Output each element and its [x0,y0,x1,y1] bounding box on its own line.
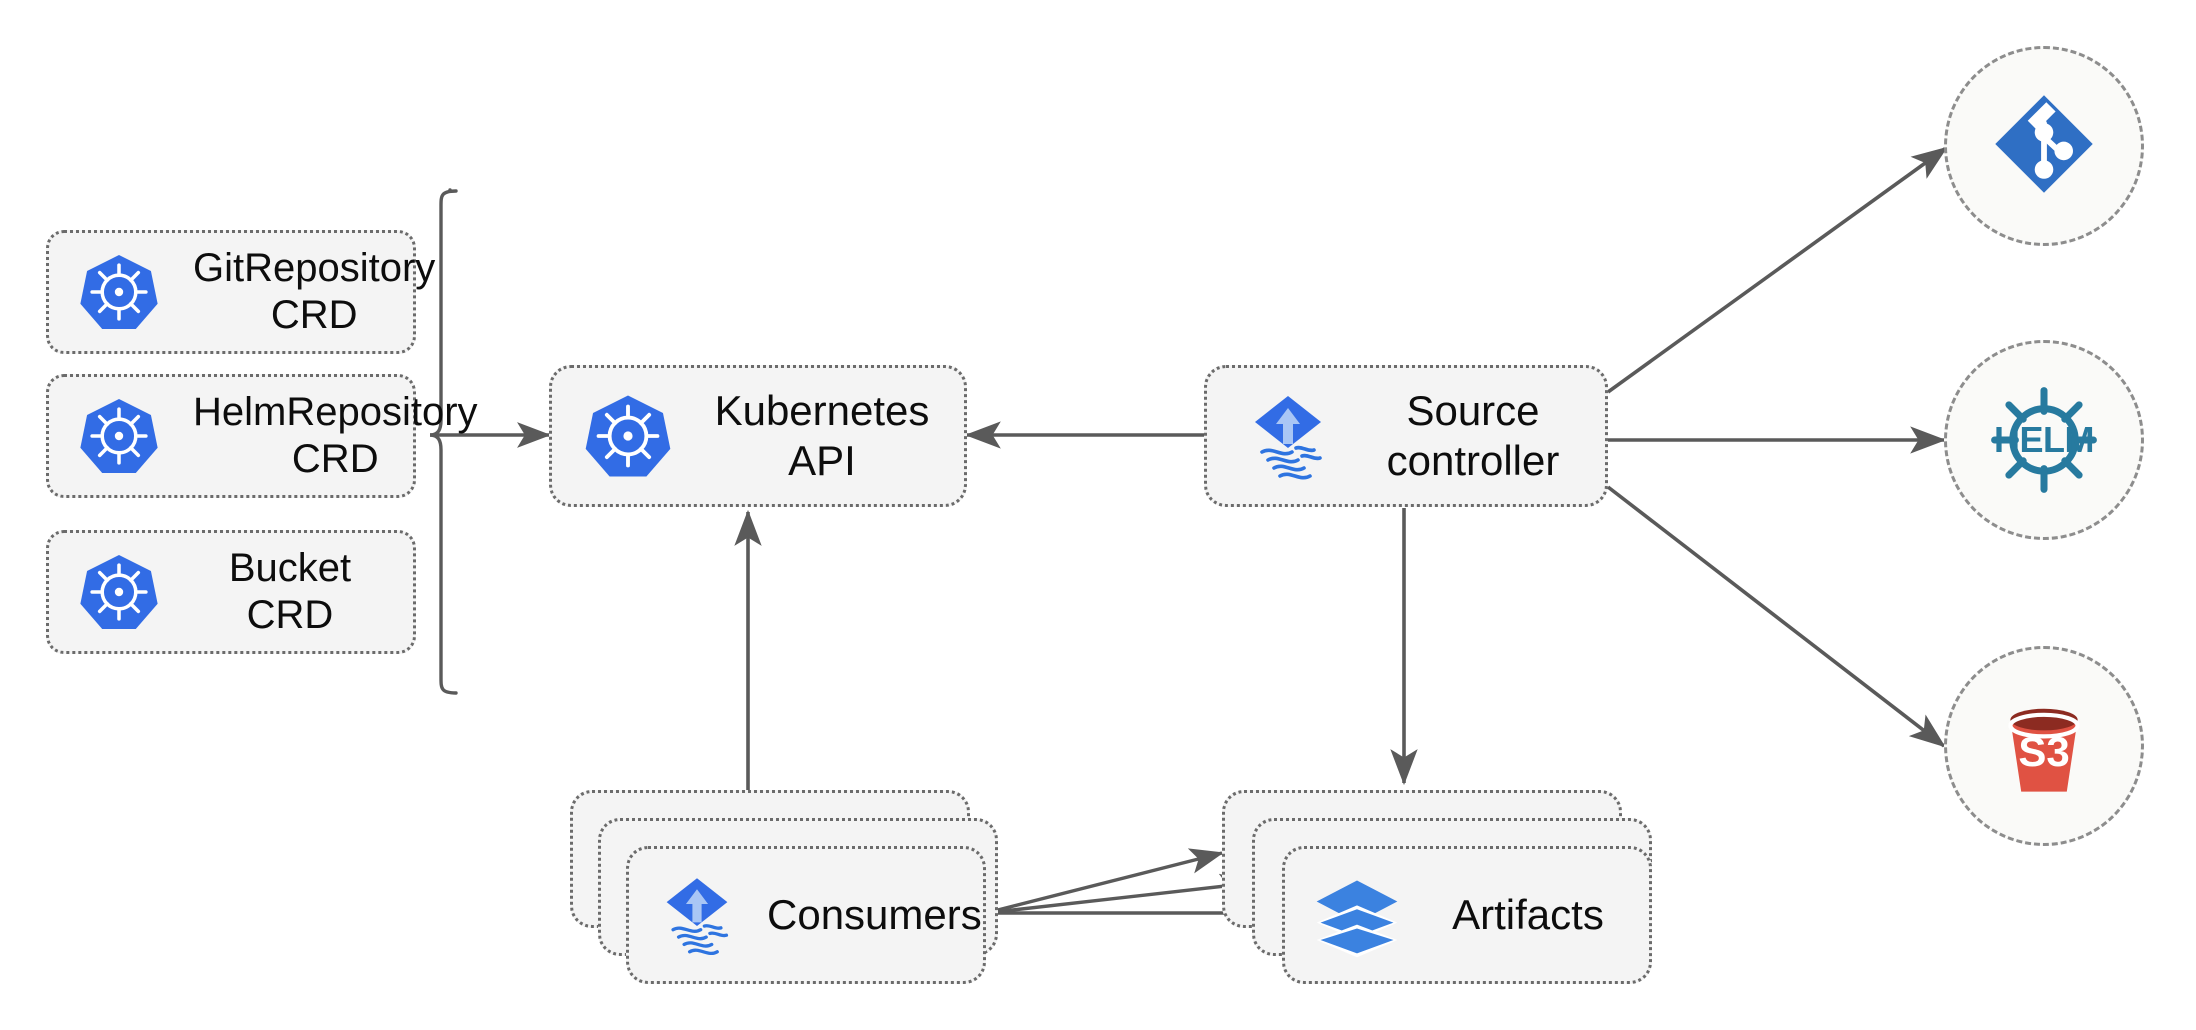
crd-label: Bucket CRD [228,545,352,637]
layers-icon [1299,867,1415,963]
node-kubernetes-api[interactable]: Kubernetes API [549,365,967,507]
node-consumers[interactable]: Consumers [626,846,986,984]
crd-box-helmrepository[interactable]: HelmRepository CRD [46,374,478,498]
git-icon [1986,86,2102,207]
node-source-controller[interactable]: Source controller [1204,365,1608,507]
helm-icon: HELM [1979,375,2109,505]
kubernetes-icon [59,550,179,634]
edge-source-to-git [1606,146,1948,394]
source-circle-s3[interactable]: S3 [1944,646,2144,846]
helm-wordmark: HELM [1994,419,2095,460]
node-artifacts[interactable]: Artifacts [1282,846,1652,984]
edge-consumers-to-artifacts-2 [985,873,1255,915]
node-label: Artifacts [1452,891,1604,939]
crd-box-gitrepository[interactable]: GitRepository CRD [46,230,435,354]
kubernetes-icon [59,250,179,334]
crd-box-bucket[interactable]: Bucket CRD [46,530,416,654]
flux-icon [641,869,753,961]
edge-source-to-s3 [1606,485,1946,748]
crd-label: HelmRepository CRD [193,389,478,481]
edge-consumers-to-artifacts-1 [985,848,1224,915]
source-circle-git[interactable] [1944,46,2144,246]
s3-wordmark: S3 [2018,728,2070,775]
node-label: Consumers [767,891,982,939]
kubernetes-icon [59,394,179,478]
crd-label: GitRepository CRD [193,245,436,337]
node-label: Source controller [1386,387,1560,484]
node-label: Kubernetes API [714,387,930,484]
kubernetes-icon [566,390,690,482]
source-circle-helm[interactable]: HELM [1944,340,2144,540]
s3-bucket-icon: S3 [1984,686,2104,806]
flux-icon [1223,386,1353,486]
